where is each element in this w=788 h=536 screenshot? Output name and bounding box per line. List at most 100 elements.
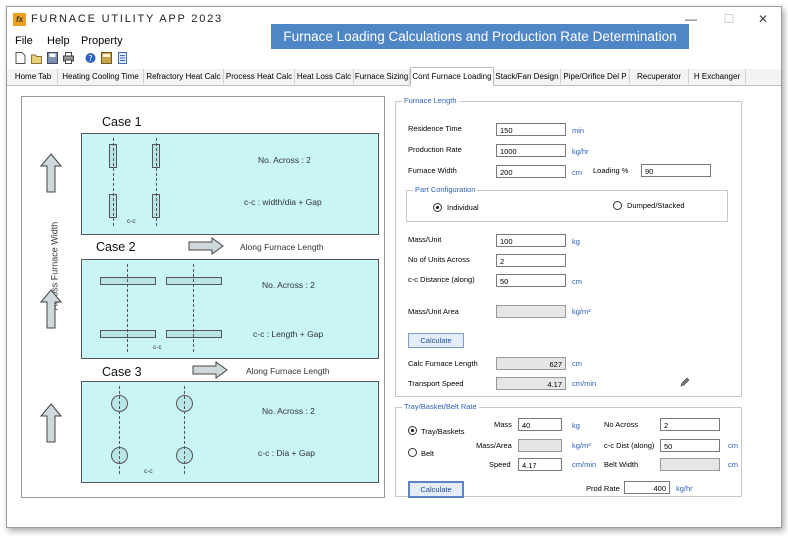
prod-rate-unit: kg/hr <box>676 484 693 493</box>
cc-distance-label: c-c Distance (along) <box>408 275 475 284</box>
arrow-up-icon <box>40 403 62 443</box>
residence-time-input[interactable]: 150 <box>496 123 566 136</box>
tab-heating-cooling-time[interactable]: Heating Cooling Time <box>58 69 144 84</box>
case-2-no-across: No. Across : 2 <box>262 280 315 290</box>
case-2-cc-rule: c-c : Length + Gap <box>253 329 324 339</box>
print-icon[interactable] <box>63 52 74 64</box>
menu-help[interactable]: Help <box>47 35 70 47</box>
case-1-box: c-c No. Across : 2 c-c : width/dia + Gap <box>81 133 379 235</box>
mass-unit-area-label: Mass/Unit Area <box>408 307 459 316</box>
units-across-label: No of Units Across <box>408 255 470 264</box>
tab-refractory-heat-calc[interactable]: Refractory Heat Calc <box>144 69 224 84</box>
document-icon[interactable] <box>117 52 128 64</box>
case-2-title: Case 2 <box>96 240 136 254</box>
menu-property[interactable]: Property <box>81 35 123 47</box>
belt-radio[interactable] <box>408 448 417 457</box>
save-icon[interactable] <box>47 52 58 64</box>
part-slot <box>166 330 222 338</box>
prod-rate-output: 400 <box>624 481 670 494</box>
production-rate-unit: kg/hr <box>572 147 589 156</box>
menu-file[interactable]: File <box>15 35 33 47</box>
minimize-button[interactable]: — <box>685 12 697 26</box>
case-1-no-across: No. Across : 2 <box>258 155 311 165</box>
residence-time-unit: min <box>572 126 585 135</box>
cc-distance-unit: cm <box>572 277 582 286</box>
tray-mass-input[interactable]: 40 <box>518 418 562 431</box>
furnace-width-input[interactable]: 200 <box>496 165 566 178</box>
tab-pipe-orifice-del-p[interactable]: Pipe/Orifice Del P <box>561 69 630 84</box>
transport-speed-unit: cm/min <box>572 379 597 388</box>
part-slot <box>100 330 156 338</box>
svg-text:?: ? <box>88 54 92 63</box>
tab-process-heat-calc[interactable]: Process Heat Calc <box>224 69 295 84</box>
dumped-stacked-label: Dumped/Stacked <box>627 201 685 210</box>
production-rate-input[interactable]: 1000 <box>496 144 566 157</box>
dumped-stacked-radio[interactable] <box>613 201 622 210</box>
units-across-input[interactable]: 2 <box>496 254 566 267</box>
tray-baskets-label: Tray/Baskets <box>421 427 465 436</box>
individual-radio[interactable] <box>433 203 442 212</box>
app-title: FURNACE UTILITY APP 2023 <box>31 13 223 25</box>
arrow-up-icon <box>40 289 62 329</box>
tray-cc-dist-input[interactable]: 50 <box>660 439 720 452</box>
tab-furnace-sizing[interactable]: Furnace Sizing <box>354 69 410 84</box>
close-button[interactable]: ✕ <box>757 12 769 26</box>
tab-recuperator[interactable]: Recuperator <box>630 69 689 84</box>
furnace-width-unit: cm <box>572 168 582 177</box>
calc-length-output: 627 <box>496 357 566 370</box>
loading-input[interactable]: 90 <box>641 164 711 177</box>
calculate-rate-button[interactable]: Calculate <box>408 481 464 498</box>
tab-h-exchanger[interactable]: H Exchanger <box>689 69 746 84</box>
tab-cont-furnace-loading[interactable]: Cont Furnace Loading <box>410 67 494 87</box>
help-icon[interactable]: ? <box>85 52 96 64</box>
page-banner: Furnace Loading Calculations and Product… <box>271 24 689 49</box>
no-across-label: No Across <box>604 420 639 429</box>
tray-cc-dist-unit: cm <box>728 441 738 450</box>
new-file-icon[interactable] <box>15 52 26 64</box>
belt-width-unit: cm <box>728 460 738 469</box>
cc-label: c-c <box>127 218 136 225</box>
case-2-box: c-c No. Across : 2 c-c : Length + Gap <box>81 259 379 359</box>
maximize-button[interactable]: ☐ <box>723 12 735 26</box>
production-rate-label: Production Rate <box>408 145 462 154</box>
mass-unit-input[interactable]: 100 <box>496 234 566 247</box>
prod-rate-label: Prod Rate <box>586 484 620 493</box>
tray-baskets-radio[interactable] <box>408 426 417 435</box>
tab-home[interactable]: Home Tab <box>9 69 58 84</box>
tray-basket-belt-legend: Tray/Basket/Belt Rate <box>402 402 479 411</box>
furnace-length-group: Furnace Length Residence Time 150 min Pr… <box>395 96 742 397</box>
case-1-title: Case 1 <box>102 115 142 129</box>
part-slot <box>166 277 222 285</box>
mass-unit-label: Mass/Unit <box>408 235 442 244</box>
arrow-right-icon <box>188 237 224 255</box>
speed-input[interactable]: 4.17 <box>518 458 562 471</box>
cc-label: c-c <box>153 344 162 351</box>
app-window: fx FURNACE UTILITY APP 2023 — ☐ ✕ Furnac… <box>6 6 782 528</box>
tray-mass-unit: kg <box>572 421 580 430</box>
loading-label: Loading % <box>593 166 629 175</box>
open-folder-icon[interactable] <box>31 52 42 64</box>
calculate-length-button[interactable]: Calculate <box>408 333 464 348</box>
calc-length-unit: cm <box>572 359 582 368</box>
individual-label: Individual <box>447 203 479 212</box>
tab-heat-loss-calc[interactable]: Heat Loss Calc <box>295 69 354 84</box>
calculator-icon[interactable] <box>101 52 112 64</box>
cc-distance-input[interactable]: 50 <box>496 274 566 287</box>
tab-content: Across Furnace Width Case 1 c-c No. Acro… <box>7 86 781 527</box>
pencil-icon[interactable] <box>680 377 690 387</box>
tray-cc-dist-label: c-c Dist (along) <box>604 441 655 450</box>
part-configuration-group: Part Configuration Individual Dumped/Sta… <box>406 185 728 222</box>
part-configuration-legend: Part Configuration <box>413 185 478 194</box>
tray-basket-belt-group: Tray/Basket/Belt Rate Tray/Baskets Belt … <box>395 402 742 498</box>
arrow-right-icon <box>192 361 228 379</box>
mass-unit-unit: kg <box>572 237 580 246</box>
tab-stack-fan-design[interactable]: Stack/Fan Design <box>494 69 561 84</box>
no-across-input[interactable]: 2 <box>660 418 720 431</box>
case-1-cc-rule: c-c : width/dia + Gap <box>244 197 322 207</box>
case-3-title: Case 3 <box>102 365 142 379</box>
app-logo-icon: fx <box>13 13 26 26</box>
menu-bar: File Help Property <box>7 34 781 50</box>
tab-strip: Home Tab Heating Cooling Time Refractory… <box>7 67 781 87</box>
belt-width-input[interactable] <box>660 458 720 471</box>
calc-length-label: Calc Furnace Length <box>408 359 478 368</box>
